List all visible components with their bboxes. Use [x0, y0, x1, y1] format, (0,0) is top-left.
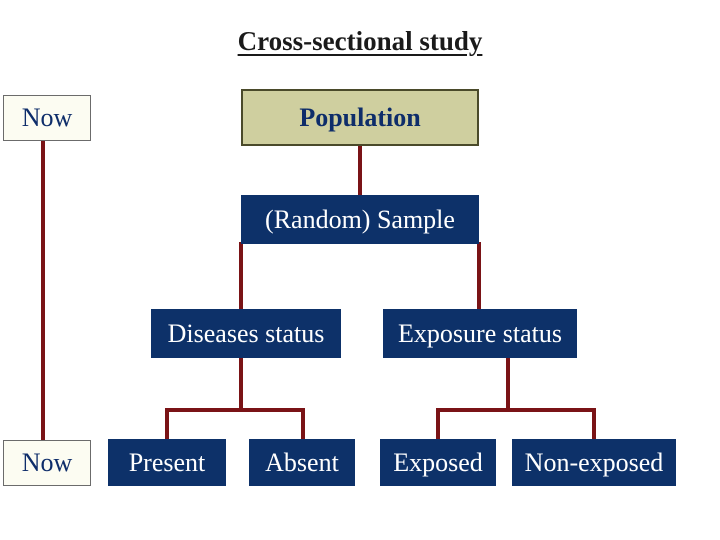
population-node: Population [241, 89, 479, 146]
exposed-node: Exposed [380, 439, 496, 486]
exposure-status-node: Exposure status [383, 309, 577, 358]
non-exposed-node: Non-exposed [512, 439, 676, 486]
now-label-top: Now [3, 95, 91, 141]
absent-node: Absent [249, 439, 355, 486]
diseases-status-node: Diseases status [151, 309, 341, 358]
random-sample-node: (Random) Sample [241, 195, 479, 244]
diagram-title: Cross-sectional study [237, 26, 483, 56]
present-node: Present [108, 439, 226, 486]
now-label-bottom: Now [3, 440, 91, 486]
